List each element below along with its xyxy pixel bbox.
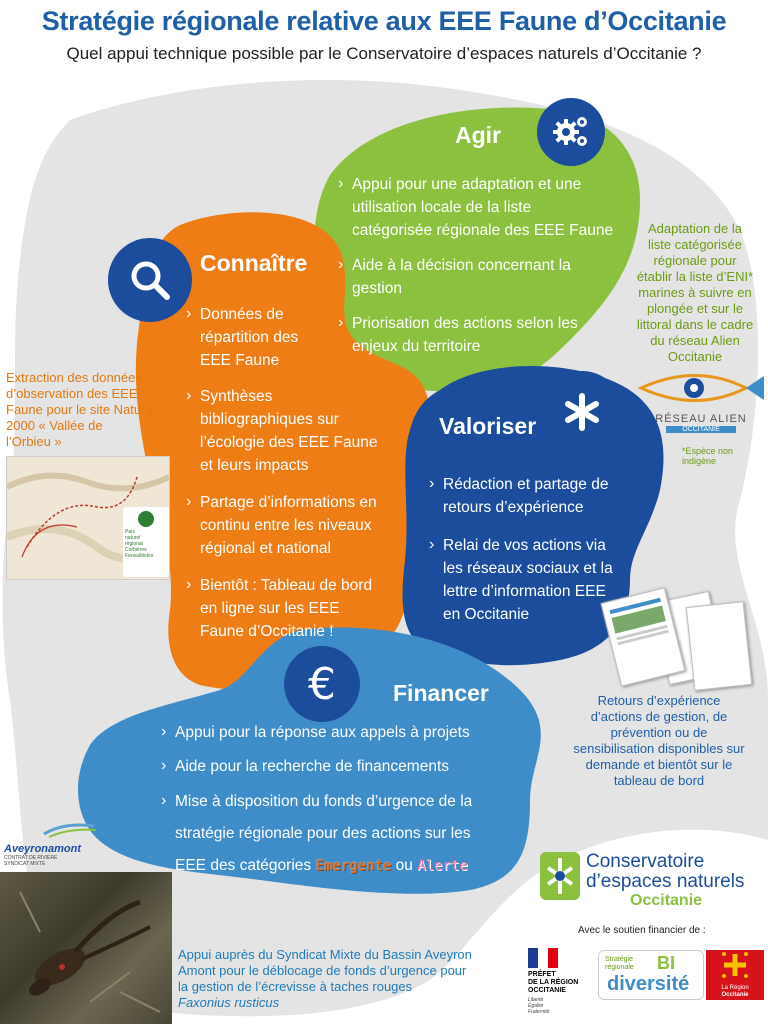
parc-emblem-icon	[138, 511, 154, 527]
soutien-label: Avec le soutien financier de :	[578, 925, 706, 936]
note-appui: Appui auprès du Syndicat Mixte du Bassin…	[178, 947, 508, 1011]
agir-heading: Agir	[455, 122, 501, 149]
financer-heading: Financer	[393, 680, 489, 707]
footnote: *Espèce non indigène	[682, 446, 768, 466]
valoriser-heading: Valoriser	[439, 413, 536, 440]
search-icon	[108, 238, 192, 322]
newsletter-thumbnails	[610, 590, 760, 700]
tag-emergente: Emergente	[315, 858, 391, 874]
aveyron-wave-icon	[4, 820, 100, 838]
financer-item-1: Appui pour la réponse aux appels à proje…	[175, 721, 470, 744]
region-occitanie-logo: La Région Occitanie	[706, 950, 764, 1000]
financer-item-2: Aide pour la recherche de financements	[175, 755, 449, 778]
tag-alerte: Alerte	[417, 858, 468, 874]
connaitre-heading: Connaître	[200, 250, 307, 277]
marianne-icon	[528, 948, 558, 968]
page-title: Stratégie régionale relative aux EEE Fau…	[0, 6, 768, 37]
euro-icon: €	[284, 646, 360, 722]
asterisk-icon	[541, 371, 623, 453]
reseau-alien-logo: RÉSEAU ALIEN OCCITANIE	[636, 368, 766, 448]
page-subtitle: Quel appui technique possible par le Con…	[0, 44, 768, 64]
gears-icon	[537, 98, 605, 166]
cen-emblem-icon	[540, 852, 580, 900]
agir-item-1: Appui pour une adaptation et uneutilisat…	[352, 173, 613, 242]
agir-item-3: Priorisation des actions selon lesenjeux…	[352, 312, 578, 358]
occitan-cross-icon	[706, 950, 764, 980]
crayfish-photo	[0, 872, 172, 1024]
aveyron-amont-logo: Aveyronamont CONTRAT DE RIVIÈRE SYNDICAT…	[4, 820, 100, 860]
fish-eye-icon	[636, 368, 766, 408]
cen-occitanie-logo: Conservatoire d’espaces naturels Occitan…	[540, 852, 765, 924]
financer-item-3: Mise à disposition du fonds d’urgence de…	[175, 790, 472, 878]
